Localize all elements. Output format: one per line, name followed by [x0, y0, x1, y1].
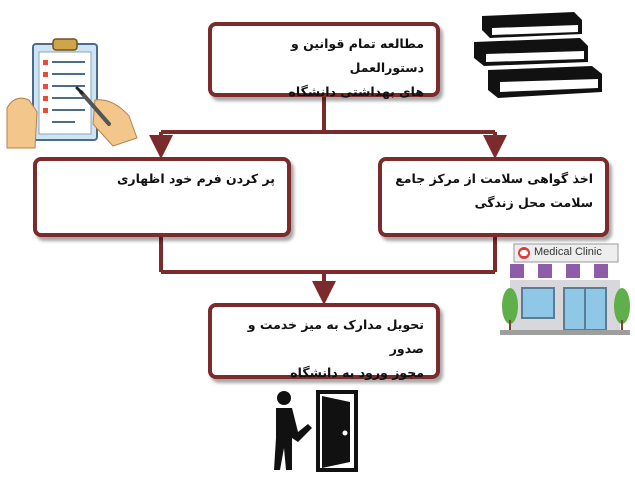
step-health-certificate-box: اخذ گواهی سلامت از مرکز جامع سلامت محل ز…: [378, 157, 609, 237]
step-submit-documents-line2: مجوز ورود به دانشگاه: [290, 365, 424, 380]
step-read-rules-box: مطالعه تمام قوانین و دستورالعمل های بهدا…: [208, 22, 440, 99]
step-fill-form-line1: پر کردن فرم خود اظهاری: [116, 171, 275, 186]
step-health-certificate-line2: سلامت محل زندگی: [474, 195, 593, 210]
step-submit-documents-box: تحویل مدارک به میز خدمت و صدور مجوز ورود…: [208, 303, 440, 380]
books-icon: [474, 12, 602, 98]
person-entering-door-icon: [274, 390, 358, 472]
step-health-certificate-line1: اخذ گواهی سلامت از مرکز جامع: [395, 171, 593, 186]
step-read-rules-line2: های بهداشتی دانشگاه: [288, 84, 424, 99]
step-read-rules-line1: مطالعه تمام قوانین و دستورالعمل: [290, 36, 424, 75]
clinic-building-graphic: [500, 243, 630, 335]
step-submit-documents-line1: تحویل مدارک به میز خدمت و صدور: [247, 317, 424, 356]
clinic-sign-text: Medical Clinic: [534, 246, 602, 258]
clipboard-form-icon: [6, 38, 138, 149]
medical-clinic-icon: Medical Clinic: [500, 240, 630, 335]
step-fill-form-box: پر کردن فرم خود اظهاری: [33, 157, 291, 237]
